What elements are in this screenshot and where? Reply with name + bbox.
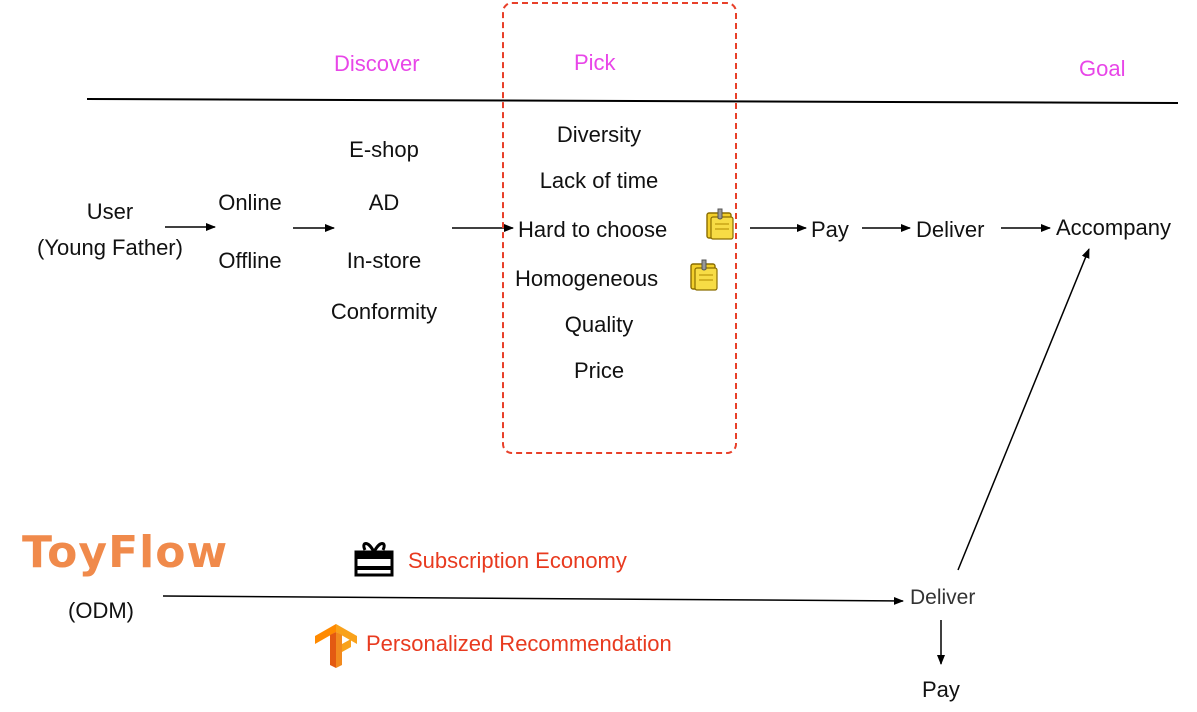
flow-pay: Pay bbox=[811, 217, 849, 242]
stage-pick: Pick bbox=[574, 50, 616, 75]
sticky-note-icon bbox=[706, 208, 734, 240]
stage-discover: Discover bbox=[334, 51, 420, 76]
discover-item-ad: AD bbox=[368, 190, 400, 215]
pick-item-homogeneous: Homogeneous bbox=[515, 266, 659, 291]
arrow-deliver-accompany-diagonal bbox=[957, 248, 1090, 571]
pick-highlight-box bbox=[502, 2, 737, 454]
stage-goal: Goal bbox=[1079, 56, 1126, 81]
flow-accompany: Accompany bbox=[1056, 215, 1171, 240]
arrow-odm-deliver bbox=[162, 595, 904, 605]
pick-item-quality: Quality bbox=[564, 312, 634, 337]
personalized-recommendation-label: Personalized Recommendation bbox=[366, 631, 672, 656]
odm-label: (ODM) bbox=[68, 598, 134, 623]
pick-item-diversity: Diversity bbox=[556, 122, 642, 147]
bottom-deliver: Deliver bbox=[910, 586, 976, 609]
flow-deliver: Deliver bbox=[916, 217, 985, 242]
tensorflow-icon bbox=[315, 624, 357, 668]
pick-item-lack-of-time: Lack of time bbox=[539, 168, 659, 193]
sticky-note-icon bbox=[690, 259, 718, 291]
toyflow-logo: ToyFlow bbox=[22, 527, 229, 578]
pick-item-price: Price bbox=[573, 358, 625, 383]
discover-item-eshop: E-shop bbox=[349, 137, 419, 162]
subscription-economy-label: Subscription Economy bbox=[408, 548, 627, 573]
pick-item-hard-to-choose: Hard to choose bbox=[518, 217, 668, 242]
user-subtitle: (Young Father) bbox=[37, 235, 183, 260]
discover-item-instore: In-store bbox=[346, 248, 422, 273]
discover-item-conformity: Conformity bbox=[330, 299, 438, 324]
gift-box-icon bbox=[354, 542, 394, 577]
user-label: User bbox=[86, 199, 134, 224]
channel-offline: Offline bbox=[218, 248, 282, 273]
channel-online: Online bbox=[218, 190, 282, 215]
bottom-pay: Pay bbox=[922, 677, 960, 702]
timeline-divider bbox=[86, 98, 1179, 104]
